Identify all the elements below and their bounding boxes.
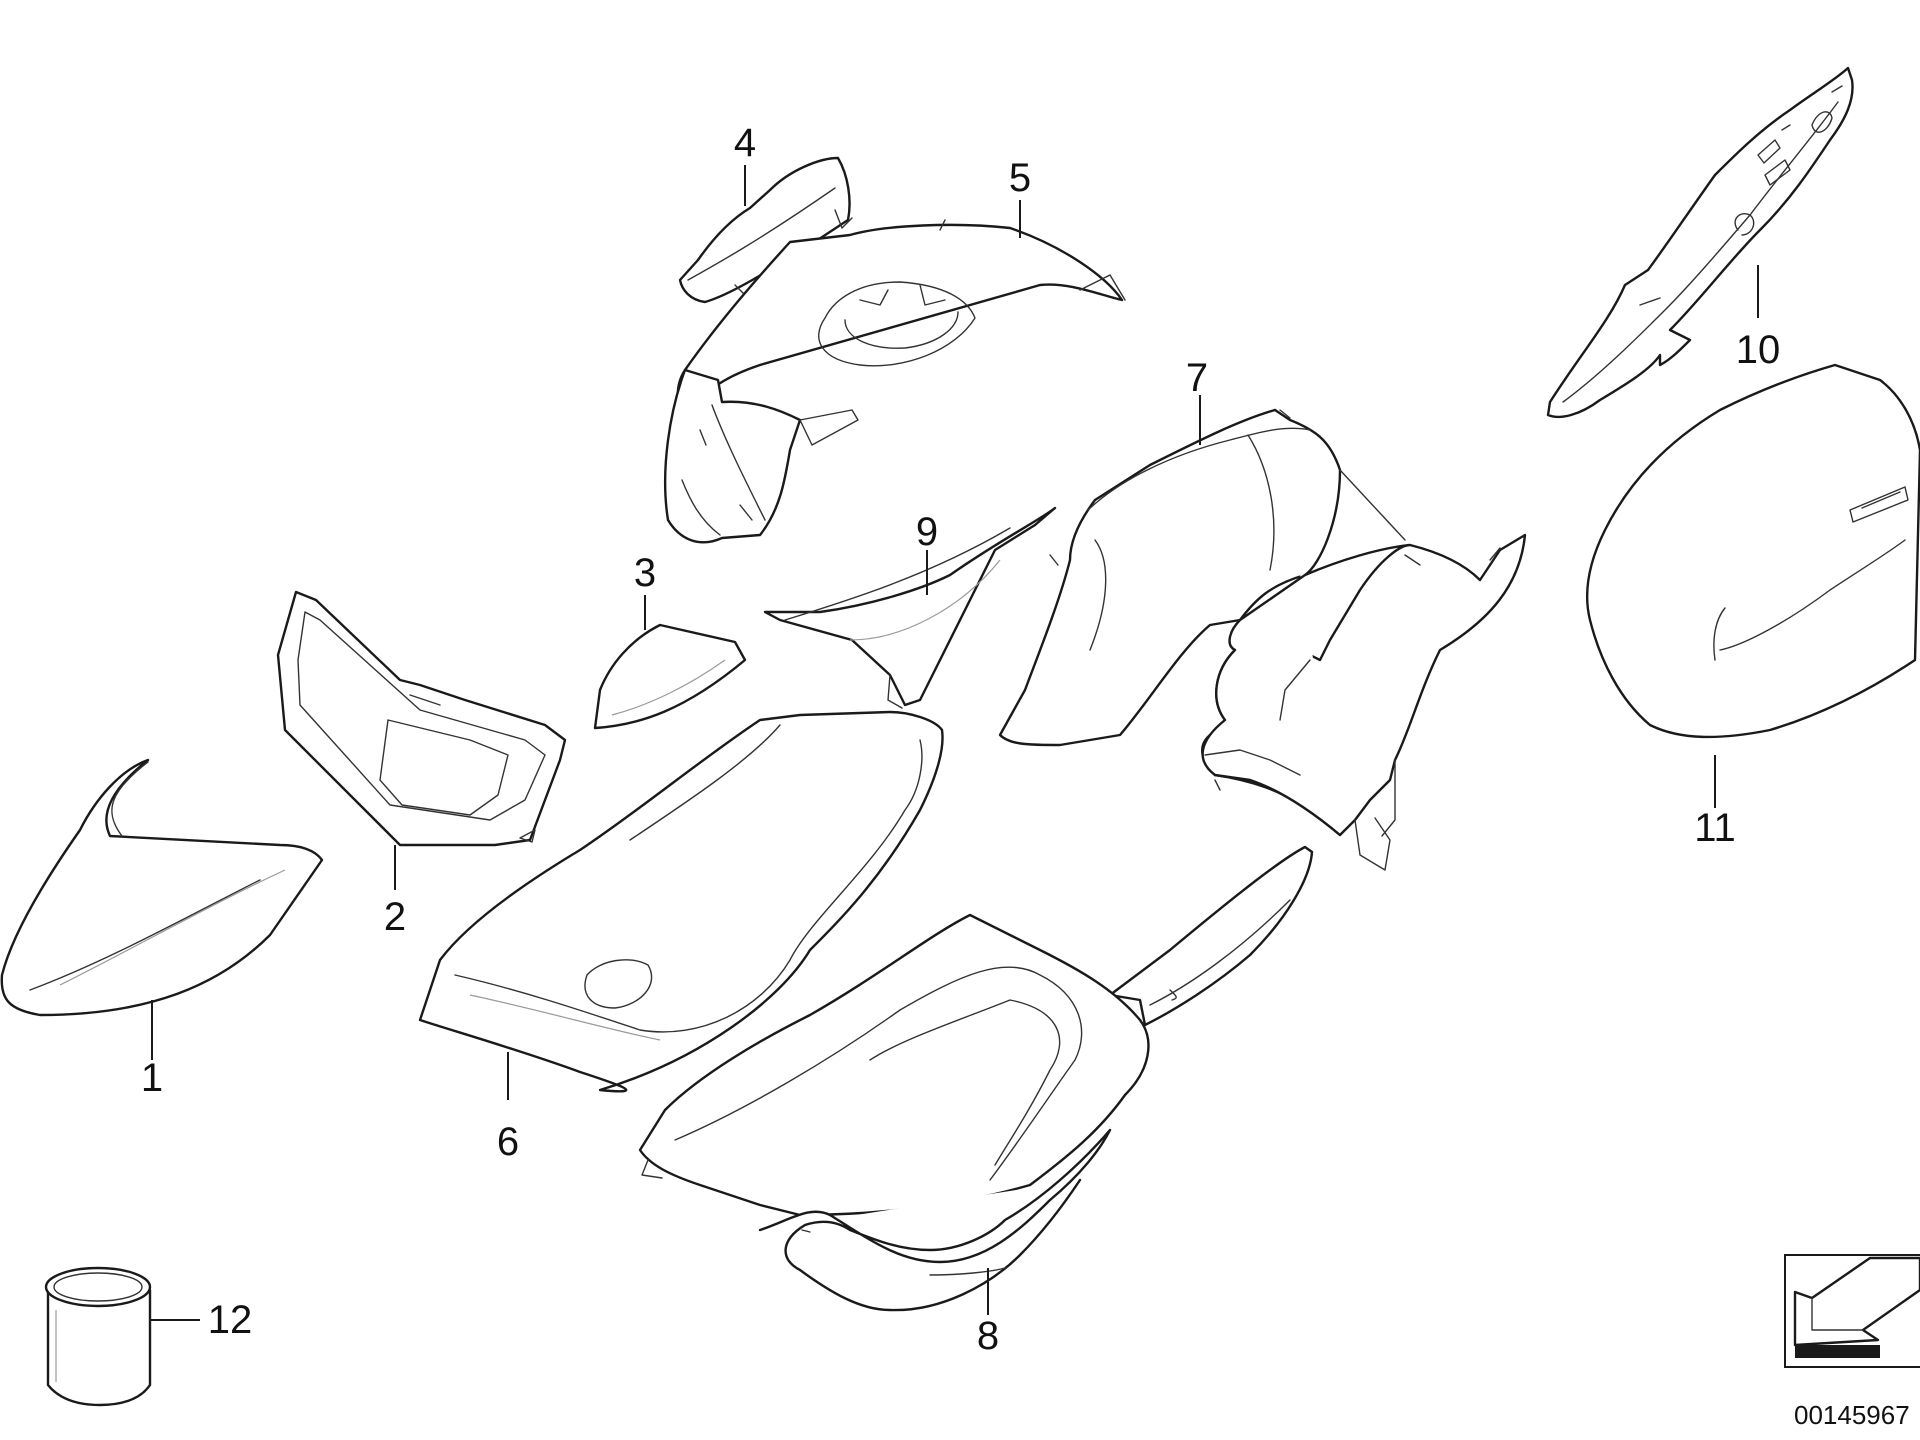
diagram-reference-number: 00145967 <box>1794 1400 1910 1430</box>
part-10-tail-section <box>1546 66 1854 419</box>
part-5-tank-cover <box>663 219 1126 544</box>
callout-7: 7 <box>1185 356 1209 400</box>
callout-4: 4 <box>733 121 757 165</box>
part-11-side-cover <box>1586 363 1920 739</box>
part-8-lower-fairing <box>638 845 1314 1312</box>
arrow-direction-icon <box>1784 1254 1920 1368</box>
callout-11: 11 <box>1694 806 1736 850</box>
part-7-side-fairing <box>998 408 1527 871</box>
callout-2: 2 <box>383 895 407 939</box>
part-2-headlight-bezel <box>276 590 567 847</box>
part-6-lower-panel <box>418 710 944 1093</box>
callout-6: 6 <box>496 1120 520 1164</box>
callout-12: 12 <box>207 1298 253 1342</box>
callout-3: 3 <box>633 551 657 595</box>
part-9-inner-panel <box>763 506 1057 709</box>
part-3-side-panel <box>593 623 747 730</box>
callout-8: 8 <box>976 1314 1000 1358</box>
part-12-grommet <box>44 1266 152 1407</box>
callout-5: 5 <box>1008 156 1032 200</box>
callout-1: 1 <box>140 1056 164 1100</box>
part-1-front-fairing <box>0 758 324 1017</box>
callout-9: 9 <box>915 510 939 554</box>
leader-lines <box>150 165 1759 1321</box>
callout-10: 10 <box>1735 328 1781 372</box>
